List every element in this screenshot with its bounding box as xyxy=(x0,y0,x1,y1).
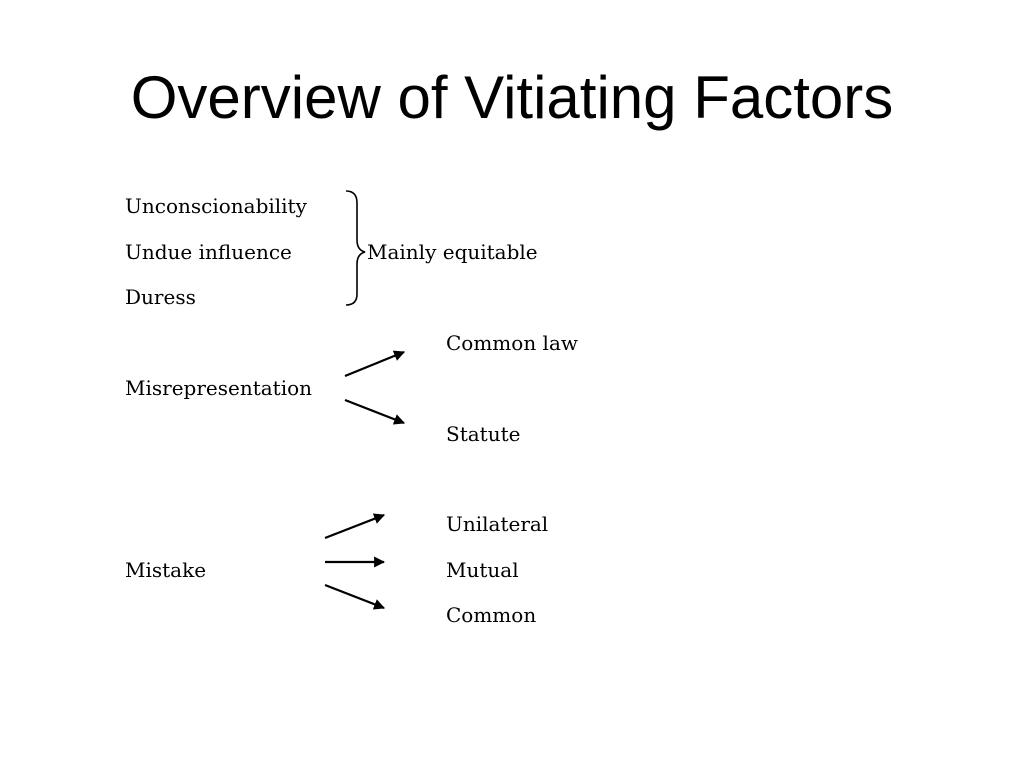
branch-common-law: Common law xyxy=(446,331,578,355)
arrow-mistake-unilateral xyxy=(324,513,386,540)
branch-statute: Statute xyxy=(446,422,521,446)
item-misrepresentation: Misrepresentation xyxy=(125,376,313,400)
item-duress: Duress xyxy=(125,285,196,309)
branch-unilateral: Unilateral xyxy=(446,512,549,536)
slide-title: Overview of Vitiating Factors xyxy=(130,64,894,131)
equitable-label: Mainly equitable xyxy=(367,240,538,264)
item-unconscionability: Unconscionability xyxy=(125,194,307,218)
arrow-misrepresentation-common-law xyxy=(344,350,406,378)
arrow-mistake-common xyxy=(324,583,386,610)
branch-mutual: Mutual xyxy=(446,558,519,582)
equitable-brace xyxy=(345,190,366,306)
branch-common: Common xyxy=(446,603,537,627)
arrow-misrepresentation-statute xyxy=(344,398,406,425)
item-mistake: Mistake xyxy=(125,558,207,582)
item-undue-influence: Undue influence xyxy=(125,240,292,264)
